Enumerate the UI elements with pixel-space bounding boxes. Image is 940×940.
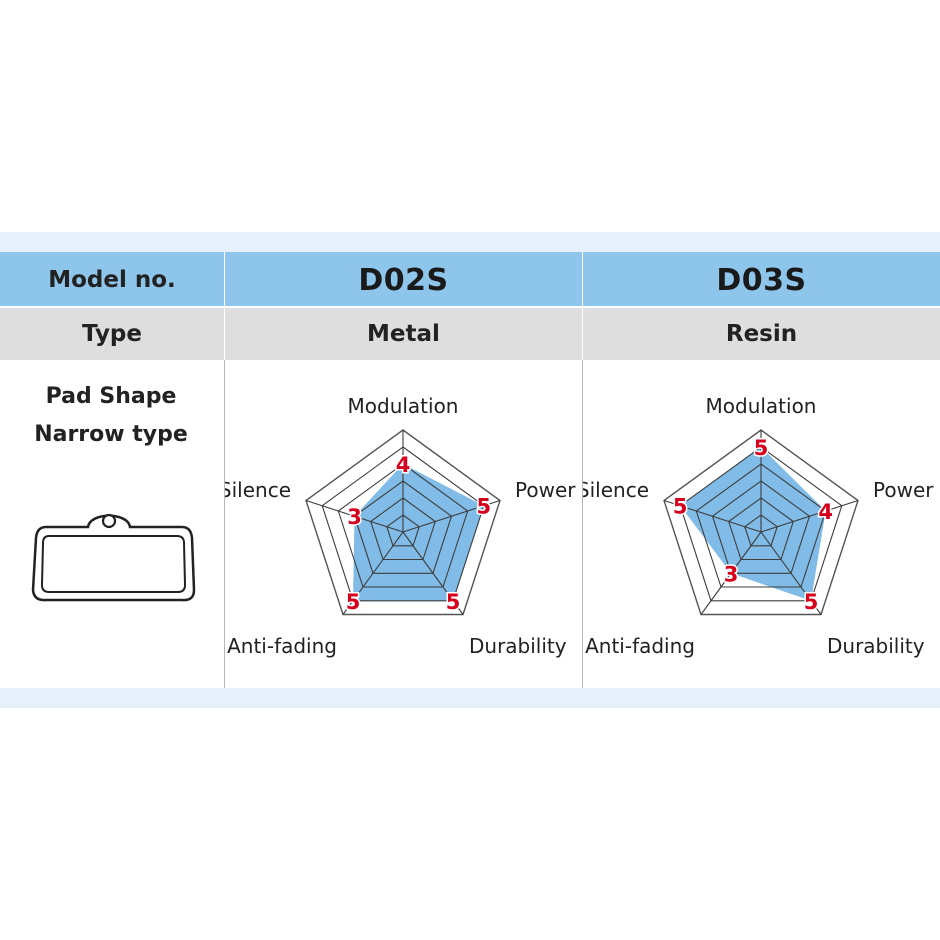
- column-divider-2-lower: [582, 360, 583, 688]
- radar-area: [353, 464, 484, 601]
- value-label-anti-fading: 5: [346, 590, 361, 614]
- model-d02s: D02S: [358, 262, 449, 298]
- grid-ring-3: [353, 480, 453, 574]
- column-divider-1: [224, 252, 225, 360]
- column-divider-1-lower: [224, 360, 225, 688]
- grid-spoke: [402, 531, 464, 615]
- grid-ring-3: [711, 480, 811, 574]
- pad-shape-label: Pad Shape: [45, 384, 177, 409]
- axis-label-anti-fading: Anti-fading: [227, 634, 337, 658]
- pad-shape-value: Narrow type: [34, 422, 188, 447]
- axis-label-anti-fading: Anti-fading: [585, 634, 695, 658]
- grid-spoke: [760, 499, 859, 533]
- grid-ring-4: [695, 463, 827, 588]
- model-no-label: Model no.: [48, 267, 176, 293]
- value-label-power: 4: [818, 500, 833, 524]
- axis-label-power: Power: [873, 478, 934, 502]
- axis-label-silence: Silence: [583, 478, 649, 502]
- axis-label-durability: Durability: [469, 634, 567, 658]
- column-divider-2: [582, 252, 583, 360]
- bottom-band: [0, 688, 940, 708]
- grid-ring-2: [728, 497, 794, 561]
- value-label-power: 5: [476, 495, 491, 519]
- grid-spoke: [305, 499, 404, 533]
- grid-spoke: [402, 499, 501, 533]
- grid-ring-1: [744, 514, 778, 547]
- value-label-anti-fading: 3: [724, 562, 739, 586]
- grid-ring-4: [337, 463, 469, 588]
- grid-ring-6: [305, 429, 501, 616]
- model-row: [0, 252, 940, 306]
- axis-label-modulation: Modulation: [706, 394, 817, 418]
- type-label: Type: [81, 321, 142, 347]
- radar-area: [680, 447, 826, 601]
- grid-ring-5: [321, 446, 485, 602]
- grid-spoke: [760, 531, 822, 615]
- grid-ring-5: [679, 446, 843, 602]
- grid-spoke: [342, 531, 404, 615]
- brake-pad-outline: [31, 513, 196, 602]
- axis-label-silence: Silence: [225, 478, 291, 502]
- value-label-durability: 5: [804, 590, 819, 614]
- grid-ring-1: [386, 514, 420, 547]
- axis-label-durability: Durability: [827, 634, 925, 658]
- value-label-durability: 5: [446, 590, 461, 614]
- type-metal: Metal: [367, 321, 440, 347]
- value-label-modulation: 4: [396, 453, 411, 477]
- value-label-silence: 3: [347, 505, 362, 529]
- value-label-modulation: 5: [754, 436, 769, 460]
- grid-spoke: [700, 531, 762, 615]
- model-d03s: D03S: [716, 262, 807, 298]
- top-band: [0, 232, 940, 252]
- type-resin: Resin: [725, 321, 798, 347]
- axis-label-modulation: Modulation: [348, 394, 459, 418]
- type-row: [0, 308, 940, 360]
- grid-ring-6: [663, 429, 859, 616]
- axis-label-power: Power: [515, 478, 576, 502]
- grid-ring-2: [370, 497, 436, 561]
- value-label-silence: 5: [673, 495, 688, 519]
- grid-spoke: [663, 499, 762, 533]
